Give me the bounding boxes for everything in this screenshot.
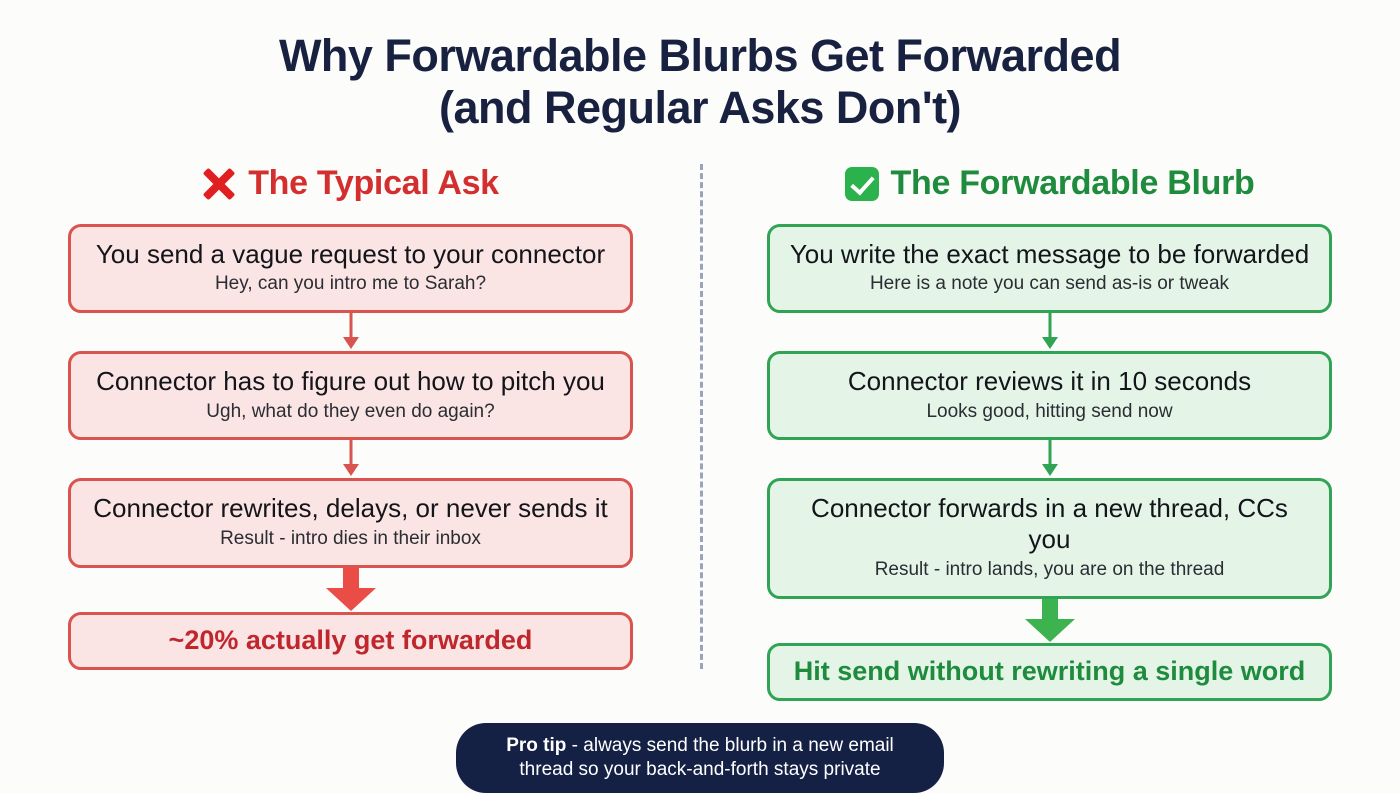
step-title: Connector has to figure out how to pitch… — [96, 365, 605, 396]
typical-ask-column: The Typical Ask You send a vague request… — [68, 156, 633, 701]
forwardable-blurb-column: The Forwardable Blurb You write the exac… — [767, 156, 1332, 701]
pro-tip-banner: Pro tip - always send the blurb in a new… — [456, 722, 944, 793]
typical-ask-heading-label: The Typical Ask — [248, 164, 499, 202]
cross-mark-icon — [202, 167, 236, 201]
typical-ask-heading: The Typical Ask — [68, 156, 633, 212]
forwardable-blurb-arrow-2 — [767, 440, 1332, 478]
forwardable-blurb-heading-label: The Forwardable Blurb — [890, 164, 1255, 202]
step-subtitle: Looks good, hitting send now — [926, 400, 1173, 422]
result-label: ~20% actually get forwarded — [168, 624, 533, 655]
pro-tip-banner-wrap: Pro tip - always send the blurb in a new… — [0, 722, 1400, 793]
typical-ask-arrow-1 — [68, 312, 633, 351]
step-title: Connector forwards in a new thread, CCs … — [811, 493, 1288, 555]
typical-ask-step-3: Connector rewrites, delays, or never sen… — [68, 478, 633, 568]
step-subtitle: Ugh, what do they even do again? — [206, 400, 495, 422]
forwardable-blurb-step-1: You write the exact message to be forwar… — [767, 223, 1332, 313]
step-title: You send a vague request to your connect… — [95, 238, 606, 269]
step-subtitle: Result - intro dies in their inbox — [220, 528, 481, 550]
step-subtitle: Result - intro lands, you are on the thr… — [874, 558, 1225, 580]
forwardable-blurb-arrow-1 — [767, 312, 1332, 351]
forwardable-blurb-result-arrow — [767, 598, 1332, 643]
page-title-line-2: (and Regular Asks Don't) — [438, 81, 962, 133]
page-title: Why Forwardable Blurbs Get Forwarded (an… — [0, 0, 1400, 134]
forwardable-blurb-heading: The Forwardable Blurb — [767, 156, 1332, 212]
pro-tip-label: Pro tip — [506, 734, 567, 756]
forwardable-blurb-result: Hit send without rewriting a single word — [767, 642, 1332, 701]
comparison-columns: The Typical Ask You send a vague request… — [0, 156, 1400, 701]
typical-ask-step-1: You send a vague request to your connect… — [68, 223, 633, 313]
result-label: Hit send without rewriting a single word — [793, 655, 1306, 686]
forwardable-blurb-step-3: Connector forwards in a new thread, CCs … — [767, 478, 1332, 599]
step-subtitle: Hey, can you intro me to Sarah? — [214, 273, 487, 295]
column-divider — [700, 163, 703, 669]
step-title: Connector reviews it in 10 seconds — [847, 365, 1252, 396]
step-title: You write the exact message to be forwar… — [789, 238, 1310, 269]
typical-ask-arrow-2 — [68, 440, 633, 478]
forwardable-blurb-step-2: Connector reviews it in 10 seconds Looks… — [767, 350, 1332, 441]
step-title: Connector rewrites, delays, or never sen… — [93, 493, 608, 524]
check-mark-button-icon — [844, 166, 879, 201]
step-subtitle: Here is a note you can send as-is or twe… — [869, 273, 1230, 295]
typical-ask-result: ~20% actually get forwarded — [68, 611, 633, 670]
typical-ask-step-2: Connector has to figure out how to pitch… — [68, 350, 633, 441]
pro-tip-text: - always send the blurb in a new email t… — [519, 734, 894, 780]
typical-ask-result-arrow — [68, 567, 633, 612]
page-title-line-1: Why Forwardable Blurbs Get Forwarded — [278, 30, 1122, 81]
